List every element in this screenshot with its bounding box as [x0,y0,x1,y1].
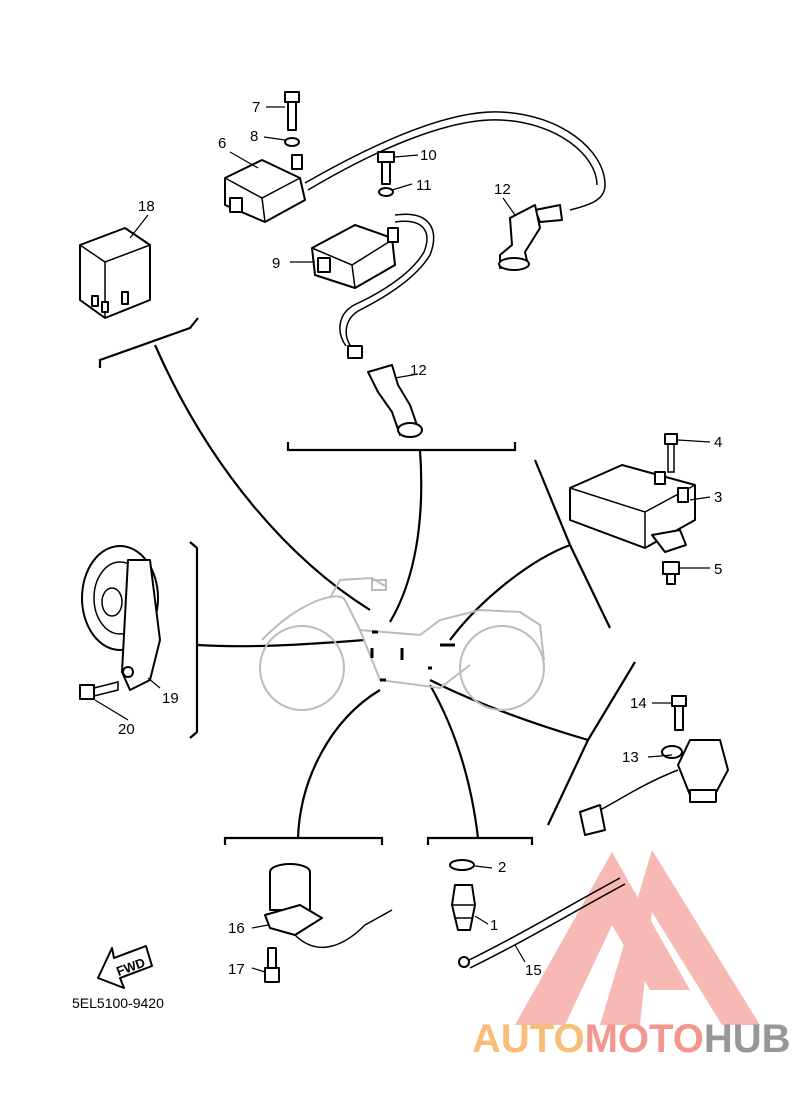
callout-8: 8 [250,128,258,145]
speed-sensor [579,739,729,836]
ignition-coil-upper [224,111,606,223]
watermark-part-a: AUTO [472,1017,585,1061]
relay-unit [79,227,151,319]
callout-20: 20 [118,721,135,738]
callout-2: 2 [498,859,506,876]
horn [81,545,161,691]
callout-12a: 12 [494,181,511,198]
callout-3: 3 [714,489,722,506]
fuel-sender-unit [264,863,393,949]
bolt-17 [264,947,280,983]
diagram-code: 5EL5100-9420 [72,995,164,1011]
bolt-7 [284,91,300,131]
svg-text:AUTOMOTOHUB: AUTOMOTOHUB [472,1017,791,1061]
callout-1: 1 [490,917,498,934]
callout-7: 7 [252,99,260,116]
watermark-text: AUTOMOTOHUB [472,1017,791,1061]
bolt-20 [79,681,119,700]
callout-16: 16 [228,920,245,937]
callout-19: 19 [162,690,179,707]
leader-lines [94,106,711,973]
bolt-14 [671,695,687,731]
watermark-logo [515,850,760,1025]
watermark-part-c: HUB [704,1017,791,1061]
callout-labels: 1 2 3 4 5 6 7 8 9 10 11 12 12 13 14 15 1… [118,99,722,979]
ignitor-unit [569,464,696,553]
ignition-coil-lower [311,213,435,349]
callout-18: 18 [138,198,155,215]
washer-8 [284,137,300,147]
washer-11 [378,187,394,197]
lead-wire-15 [458,877,626,969]
grommet-5 [662,561,680,585]
callout-17: 17 [228,961,245,978]
callout-15: 15 [525,962,542,979]
forward-arrow: FWD [97,945,153,989]
watermark-part-b: MOTO [585,1017,704,1061]
callout-14: 14 [630,695,647,712]
callout-4: 4 [714,434,722,451]
screw-4 [664,433,678,473]
motorcycle-silhouette [259,576,545,711]
neutral-switch [451,884,476,931]
spark-plug-cap-right [498,204,563,271]
callout-11: 11 [416,177,432,194]
callout-5: 5 [714,561,722,578]
callout-9: 9 [272,255,280,272]
separator-lines [98,317,636,845]
gasket-2 [449,859,475,871]
bolt-10 [377,151,395,185]
spark-plug-cap-left [347,345,423,438]
callout-13: 13 [622,749,639,766]
callout-6: 6 [218,135,226,152]
callout-10: 10 [420,147,437,164]
callout-12b: 12 [410,362,427,379]
